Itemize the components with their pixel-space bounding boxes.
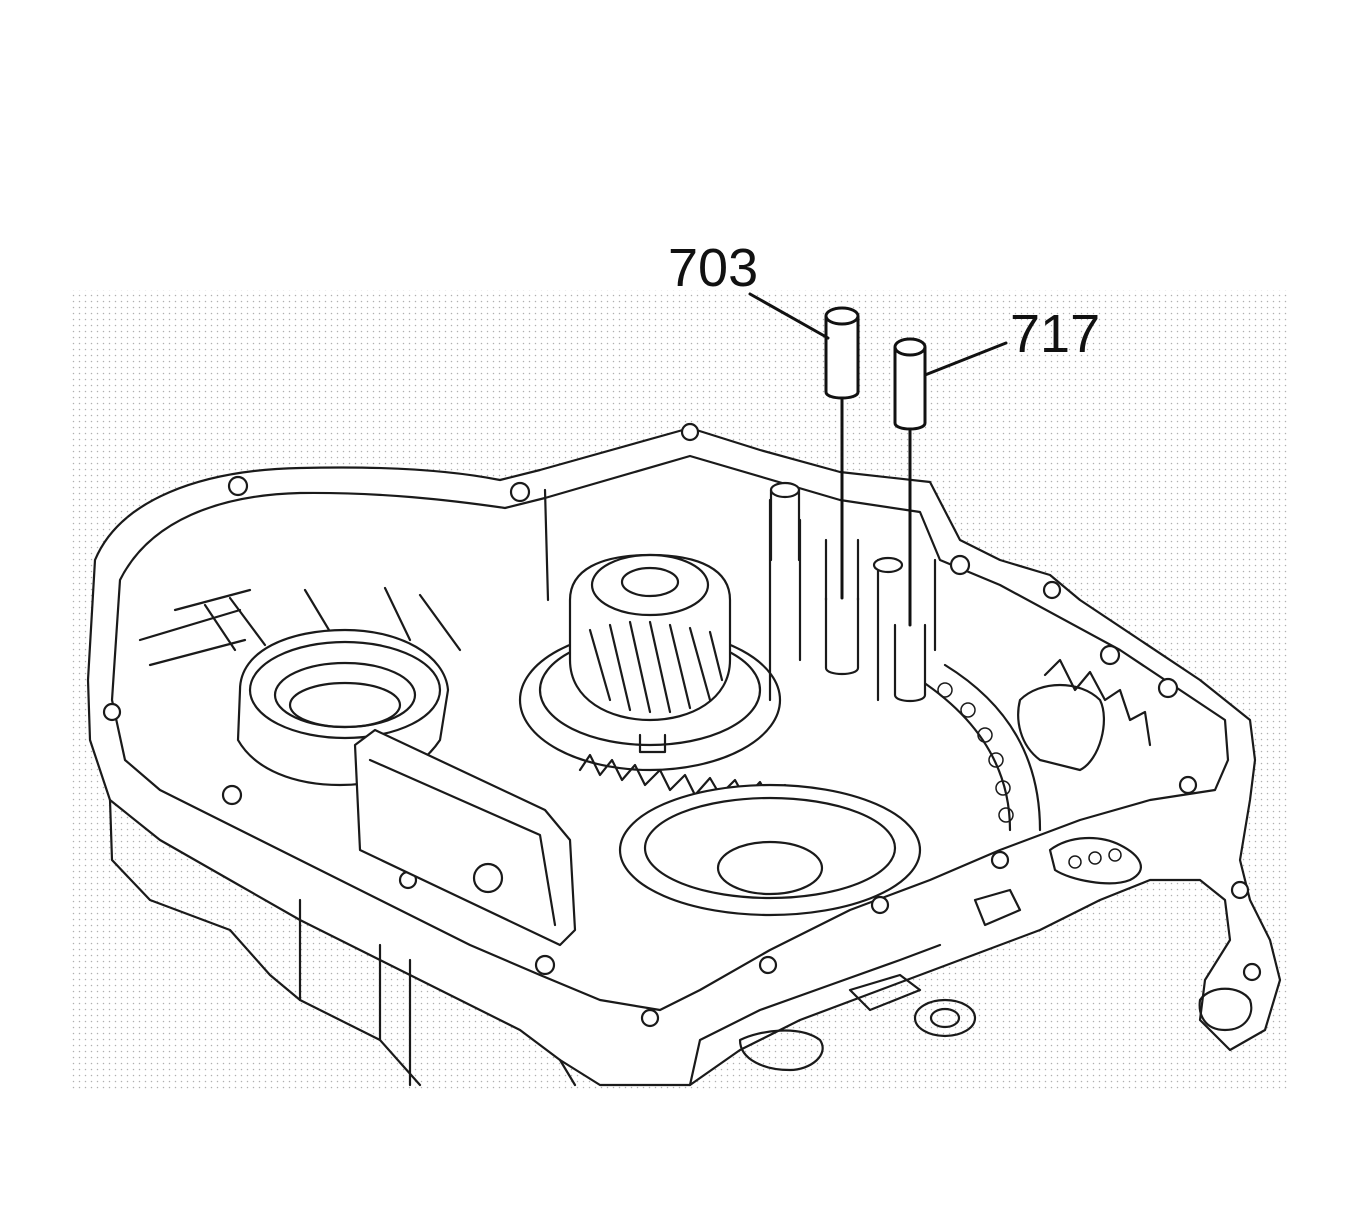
- callout-717-label: 717: [1010, 304, 1100, 364]
- callout-703: 703: [668, 238, 830, 340]
- bore-717: [893, 623, 927, 703]
- pin-717: [893, 337, 927, 627]
- callout-717: 717: [923, 304, 1100, 377]
- plate-boss-outer: [353, 728, 577, 947]
- pin-703: [824, 306, 860, 600]
- case-inner-rim: [110, 454, 1230, 1012]
- perforated-arc: [918, 663, 1042, 832]
- housing-fins: [138, 586, 462, 667]
- ring-gear: [578, 753, 922, 917]
- case-lower-wall-left: [108, 798, 422, 1087]
- gear-teeth: [588, 620, 724, 714]
- callout-703-label: 703: [668, 238, 758, 298]
- case-lower-wall-mid: [298, 898, 577, 1087]
- callout-703-leader: [748, 292, 830, 340]
- helical-gear: [518, 553, 782, 772]
- valve-body-detail: [738, 658, 1253, 1072]
- callout-717-leader: [923, 341, 1008, 377]
- flange-bolt-holes: [102, 422, 1262, 1028]
- plate-boss: [353, 728, 577, 947]
- case-lower-wall-right: [688, 943, 942, 1087]
- bore-703: [824, 596, 860, 676]
